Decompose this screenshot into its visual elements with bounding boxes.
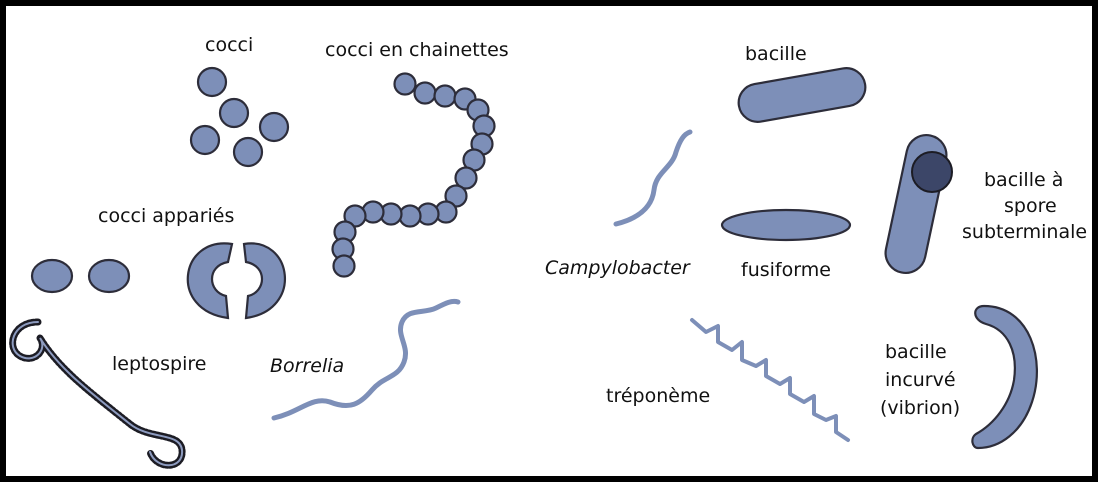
label-borrelia: Borrelia [270,355,344,377]
fusiform-icon [722,210,850,240]
chain-coccus [400,206,421,227]
cocci-icon [191,68,288,166]
diplococci-icon [32,243,285,318]
label-spore-line2: spore [1004,195,1057,217]
chain-coccus [334,256,355,277]
label-cocci-chainettes: cocci en chainettes [325,39,509,61]
label-incurve-line2: incurvé [885,369,956,391]
chain-coccus [395,74,416,95]
label-leptospire: leptospire [112,353,206,375]
label-incurve-line1: bacille [885,341,947,363]
treponema-icon [692,320,848,440]
chain-coccus [435,86,456,107]
bacillus-icon [736,65,869,125]
chain-coccus [415,83,436,104]
label-treponeme: tréponème [606,385,710,407]
leptospira-icon [13,322,182,465]
campylobacter-icon [616,132,690,224]
label-cocci: cocci [205,34,253,56]
label-spore-line1: bacille à [984,169,1063,191]
spore-bacillus-icon [882,131,952,276]
label-fusiforme: fusiforme [741,259,831,281]
label-incurve-line3: (vibrion) [880,397,960,419]
label-spore-line3: subterminale [962,221,1087,243]
label-cocci-apparies: cocci appariés [98,205,234,227]
streptococci-chain-icon [333,74,495,277]
label-bacille: bacille [745,43,807,65]
vibrio-icon [972,306,1037,448]
label-campylobacter: Campylobacter [545,257,691,279]
